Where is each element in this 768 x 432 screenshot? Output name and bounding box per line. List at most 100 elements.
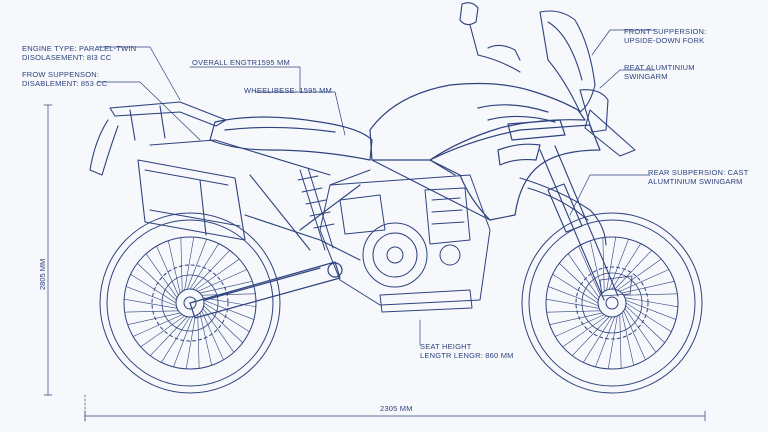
spoke xyxy=(203,302,250,333)
spoke xyxy=(202,308,235,353)
rear-suspension-text-2: ALUMTINIUM SWINGARM xyxy=(648,177,743,186)
front-wheel xyxy=(521,212,703,394)
spoke xyxy=(203,299,255,320)
spoke xyxy=(595,316,616,368)
spoke xyxy=(132,314,183,337)
seat-height-text-1: SEAT HEIGHT xyxy=(420,342,472,351)
overall-length-label: OVERALL ENGTR1595 MM xyxy=(192,58,290,67)
rear-aluminium-label: REAT ALUMTINIUM SWINGARM xyxy=(624,63,695,81)
spoke xyxy=(621,312,635,366)
spoke xyxy=(127,312,181,326)
spoke xyxy=(156,245,179,296)
front-suspension-left-label: FROW SUPPENSON: DISABLEMENT: 853 CC xyxy=(22,70,108,88)
spoke xyxy=(145,253,178,298)
overall-length-text: OVERALL ENGTR1595 MM xyxy=(192,58,290,67)
brake-discs xyxy=(161,272,643,334)
spoke xyxy=(552,273,599,304)
spoke xyxy=(549,312,603,326)
spoke xyxy=(201,310,224,361)
spoke xyxy=(623,293,678,296)
dimension-lines xyxy=(43,104,706,422)
spoke xyxy=(184,236,195,291)
spoke xyxy=(554,314,605,337)
spoke xyxy=(167,240,181,294)
displacement-text-2: DISABLEMENT: 853 CC xyxy=(22,79,108,88)
spoke xyxy=(619,269,670,292)
front-wheel-spokes xyxy=(545,236,679,370)
spoke xyxy=(611,243,642,290)
spoke xyxy=(546,310,601,313)
spoke xyxy=(589,240,603,294)
spoke xyxy=(625,299,677,320)
spoke xyxy=(623,310,646,361)
spoke xyxy=(192,250,231,290)
spoke xyxy=(185,315,196,370)
width-dimension-label: 2305 MM xyxy=(380,404,413,413)
spoke xyxy=(125,286,177,307)
engine xyxy=(319,174,491,313)
frame xyxy=(249,159,491,251)
spoke xyxy=(140,315,185,348)
spoke xyxy=(625,302,672,333)
spoke xyxy=(197,314,200,369)
swingarm xyxy=(189,261,343,319)
front-suspension-right-label: FRONT SUPPERSION: UPSIDE-DOWN FORK xyxy=(624,27,706,45)
spoke xyxy=(614,250,653,290)
spoke xyxy=(606,236,617,291)
seat-height-text-2: LENGTR LENGR: 860 MM xyxy=(420,351,514,360)
wheelbase-text: WHEELIBESE: 1595 MM xyxy=(244,86,332,95)
spoke xyxy=(545,298,600,309)
rear-suspension-label: REAR SUBPERSION: CAST ALUMTINIUM SWINGAR… xyxy=(648,168,748,186)
spoke xyxy=(197,269,248,292)
handlebar xyxy=(459,2,521,73)
spoke xyxy=(602,237,605,292)
spoke xyxy=(201,293,256,296)
seat-height-label: SEAT HEIGHT LENGTR LENGR: 860 MM xyxy=(420,342,514,360)
width-dimension-text: 2305 MM xyxy=(380,404,413,413)
spoke xyxy=(199,280,253,294)
spoke xyxy=(607,315,618,370)
spoke xyxy=(625,305,665,344)
spoke xyxy=(130,273,177,304)
rear-wheel-spokes xyxy=(123,236,257,370)
spoke xyxy=(160,316,191,363)
spoke xyxy=(619,314,622,369)
wheelbase-label: WHEELIBESE: 1595 MM xyxy=(244,86,332,95)
rear-aluminium-text-1: REAT ALUMTINIUM xyxy=(624,63,695,72)
displacement-text-1: DISOLASEMENT: 8I3 CC xyxy=(22,53,112,62)
spoke xyxy=(582,316,613,363)
bodywork xyxy=(369,82,601,221)
front-fork xyxy=(519,145,619,301)
rear-shock xyxy=(297,167,335,251)
spoke xyxy=(195,258,240,291)
spoke xyxy=(578,245,601,296)
spoke xyxy=(624,297,679,308)
seat xyxy=(209,116,373,161)
spoke xyxy=(123,298,178,309)
spoke xyxy=(203,305,243,344)
front-suspension-right-text-1: FRONT SUPPERSION: xyxy=(624,27,707,36)
windscreen xyxy=(539,10,636,157)
height-dimension-label: 2805 MM xyxy=(38,258,47,290)
exhaust xyxy=(137,159,361,261)
spoke xyxy=(202,297,257,308)
spoke xyxy=(617,258,662,291)
spoke xyxy=(571,316,610,356)
spoke xyxy=(189,243,220,290)
spoke xyxy=(199,312,213,366)
spoke xyxy=(173,316,194,368)
spoke xyxy=(608,238,629,290)
rear-aluminium-text-2: SWINGARM xyxy=(624,72,668,81)
spoke xyxy=(124,310,179,313)
leader-lines xyxy=(97,29,656,346)
front-suspension-right-text-2: UPSIDE-DOWN FORK xyxy=(624,36,705,45)
spoke xyxy=(186,238,207,290)
spoke xyxy=(559,262,599,301)
engine-type-text: ENGINE TYPE: PARALEL-TWIN xyxy=(22,44,137,53)
rear-suspension-text-1: REAR SUBPERSION: CAST xyxy=(648,168,749,177)
rear-rack xyxy=(89,101,331,176)
spoke xyxy=(562,315,607,348)
spoke xyxy=(149,316,188,356)
spoke xyxy=(567,253,600,298)
